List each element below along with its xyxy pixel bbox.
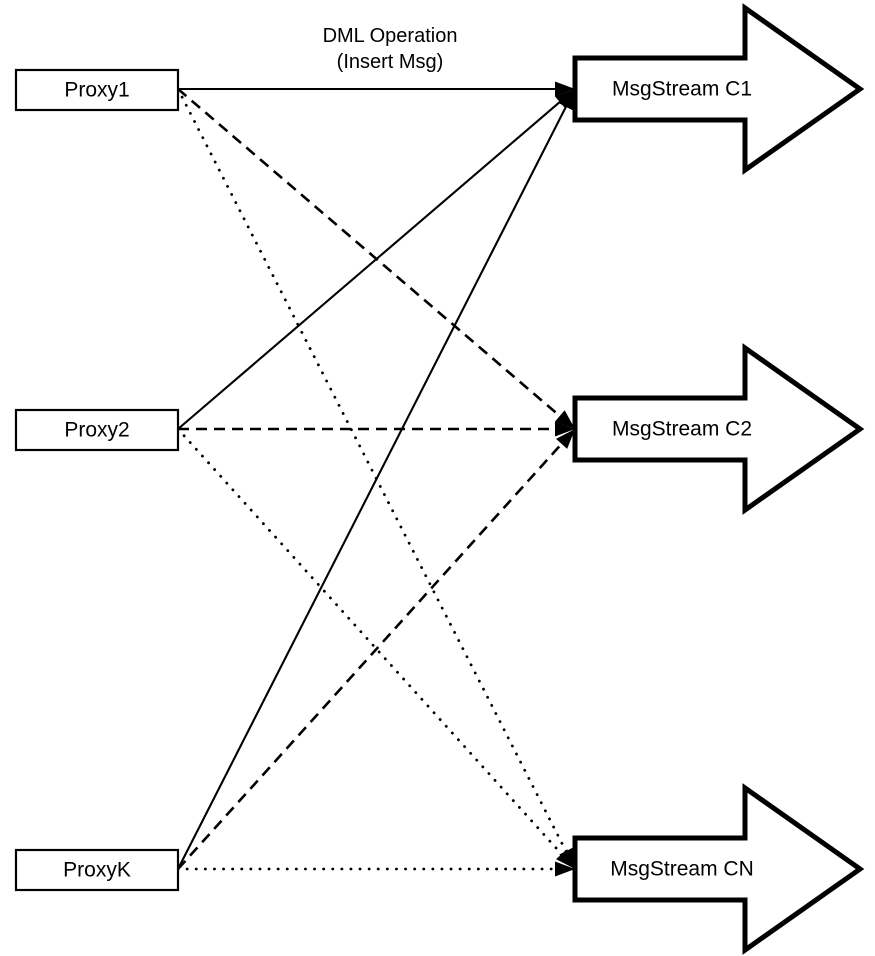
- msgstream-arrow-shape-stream_cn: [572, 783, 865, 955]
- edge-label-line-1: DML Operation: [323, 25, 458, 47]
- proxy-box-rect-proxy2: [14, 408, 180, 452]
- msgstream-label-stream_c2: MsgStream C2: [612, 418, 752, 441]
- msgstream-arrow-shape-stream_c1: [572, 3, 865, 175]
- arrowhead-p1-c1: [555, 81, 575, 97]
- arrowhead-pk-cn: [555, 861, 575, 877]
- connection-p1-cn: [176, 87, 571, 858]
- proxy-node-proxy2[interactable]: Proxy2: [14, 408, 180, 452]
- msgstream-nodes-layer: MsgStream C1 MsgStream C2 MsgStream CN: [572, 3, 865, 955]
- arrowheads-layer: [554, 81, 575, 877]
- proxy-node-proxy1[interactable]: Proxy1: [14, 68, 180, 112]
- msgstream-arrow-shape-stream_c2: [572, 343, 865, 515]
- proxy-label-proxy1: Proxy1: [64, 79, 129, 102]
- connection-p2-cn: [176, 427, 568, 861]
- msgstream-node-stream_c1[interactable]: MsgStream C1: [572, 3, 865, 175]
- msgstream-label-stream_c1: MsgStream C1: [612, 78, 752, 101]
- msgstream-label-stream_cn: MsgStream CN: [610, 858, 754, 881]
- arrowhead-p1-c2: [554, 410, 575, 429]
- msgstream-node-stream_cn[interactable]: MsgStream CN: [572, 783, 865, 955]
- proxy-box-rect-proxy1: [14, 68, 180, 112]
- arrowhead-pk-c2: [556, 429, 575, 449]
- arrowhead-pk-c1: [559, 89, 575, 111]
- proxy-label-proxy2: Proxy2: [64, 419, 129, 442]
- arrowhead-p2-cn: [556, 849, 575, 869]
- connection-p2-c1: [177, 97, 566, 430]
- msgstream-node-stream_c2[interactable]: MsgStream C2: [572, 343, 865, 515]
- proxy-node-proxyK[interactable]: ProxyK: [14, 848, 180, 892]
- connection-pk-c1: [177, 101, 570, 870]
- proxy-box-rect-proxyK: [14, 848, 180, 892]
- connections-layer: [176, 87, 571, 871]
- connection-p1-c2: [177, 88, 566, 421]
- connection-pk-c2: [177, 438, 567, 870]
- proxy-label-proxyK: ProxyK: [63, 859, 131, 882]
- arrowhead-p2-c2: [555, 421, 575, 437]
- edge-label-line-2: (Insert Msg): [337, 51, 444, 73]
- edge-label-dml-operation: DML Operation (Insert Msg): [323, 25, 458, 73]
